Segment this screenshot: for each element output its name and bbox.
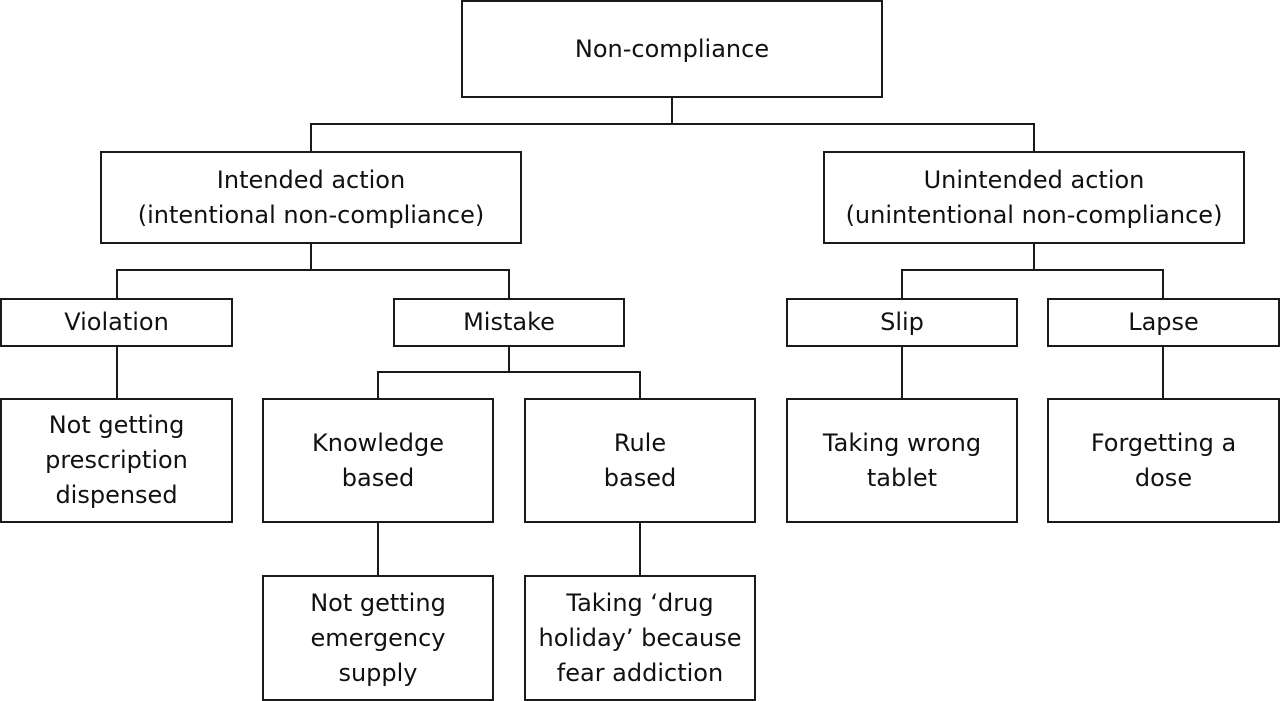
- node-lapse-label: Lapse: [1128, 308, 1199, 336]
- node-rule-based: Rule based: [524, 398, 756, 523]
- node-unintended-action: Unintended action (unintentional non-com…: [823, 151, 1245, 244]
- node-slip-label: Slip: [880, 308, 924, 336]
- node-knowledge-based-label: Knowledge based: [312, 428, 444, 492]
- node-non-compliance-label: Non-compliance: [574, 34, 770, 63]
- node-non-compliance: Non-compliance: [461, 0, 883, 98]
- node-slip: Slip: [786, 298, 1018, 347]
- node-lapse-example-label: Forgetting a dose: [1090, 428, 1237, 492]
- node-lapse-example: Forgetting a dose: [1047, 398, 1280, 523]
- node-unintended-action-label: Unintended action (unintentional non-com…: [845, 165, 1223, 229]
- node-violation-label: Violation: [64, 308, 169, 336]
- node-mistake-label: Mistake: [463, 308, 555, 336]
- node-intended-action: Intended action (intentional non-complia…: [100, 151, 522, 244]
- node-rule-based-label: Rule based: [603, 428, 677, 492]
- node-rule-example-label: Taking ‘drug holiday’ because fear addic…: [538, 588, 742, 687]
- node-intended-action-label: Intended action (intentional non-complia…: [137, 165, 485, 229]
- node-lapse: Lapse: [1047, 298, 1280, 347]
- node-knowledge-example-label: Not getting emergency supply: [310, 588, 446, 687]
- node-mistake: Mistake: [393, 298, 625, 347]
- node-rule-example: Taking ‘drug holiday’ because fear addic…: [524, 575, 756, 701]
- node-slip-example: Taking wrong tablet: [786, 398, 1018, 523]
- node-slip-example-label: Taking wrong tablet: [822, 428, 982, 492]
- node-violation-example: Not getting prescription dispensed: [0, 398, 233, 523]
- node-knowledge-example: Not getting emergency supply: [262, 575, 494, 701]
- node-violation: Violation: [0, 298, 233, 347]
- node-violation-example-label: Not getting prescription dispensed: [45, 411, 188, 509]
- node-knowledge-based: Knowledge based: [262, 398, 494, 523]
